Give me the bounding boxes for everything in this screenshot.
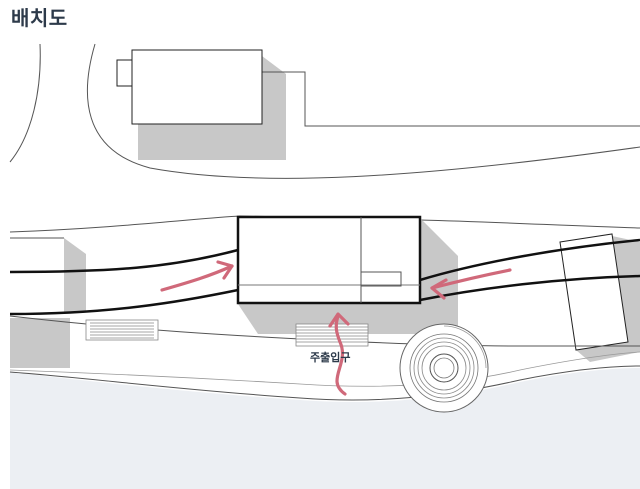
arrow-right-head <box>430 278 448 300</box>
lower-walkway <box>9 365 640 401</box>
entrance-stairs <box>295 323 369 347</box>
arrow-entrance-icon <box>334 314 347 396</box>
arrow-left-icon <box>160 264 234 292</box>
upper-road-edge <box>86 43 640 179</box>
left-building-shadow-lower <box>10 318 70 368</box>
arrow-right-icon <box>430 268 512 290</box>
main-building-room <box>360 271 402 287</box>
road-line-upper-right <box>419 238 640 282</box>
main-building-shadow <box>238 218 458 334</box>
entrance-label: 주출입구 <box>310 350 350 364</box>
arrow-left-head <box>216 260 234 280</box>
upper-building-annex <box>116 59 133 87</box>
arrow-entrance-head <box>328 312 350 328</box>
upper-left-curve <box>9 43 41 163</box>
road-line-lower <box>9 288 239 316</box>
main-building <box>236 215 422 305</box>
right-building <box>559 233 629 351</box>
road-line-upper <box>9 248 239 274</box>
left-building-shadow <box>64 238 86 312</box>
page-title: 배치도 <box>11 6 68 30</box>
left-building <box>10 238 64 314</box>
water-area <box>10 368 640 489</box>
amphitheater <box>399 323 489 413</box>
upper-lot-line <box>262 71 640 127</box>
upper-building <box>131 49 263 125</box>
left-stairs <box>85 319 159 341</box>
shore-line <box>9 351 640 387</box>
